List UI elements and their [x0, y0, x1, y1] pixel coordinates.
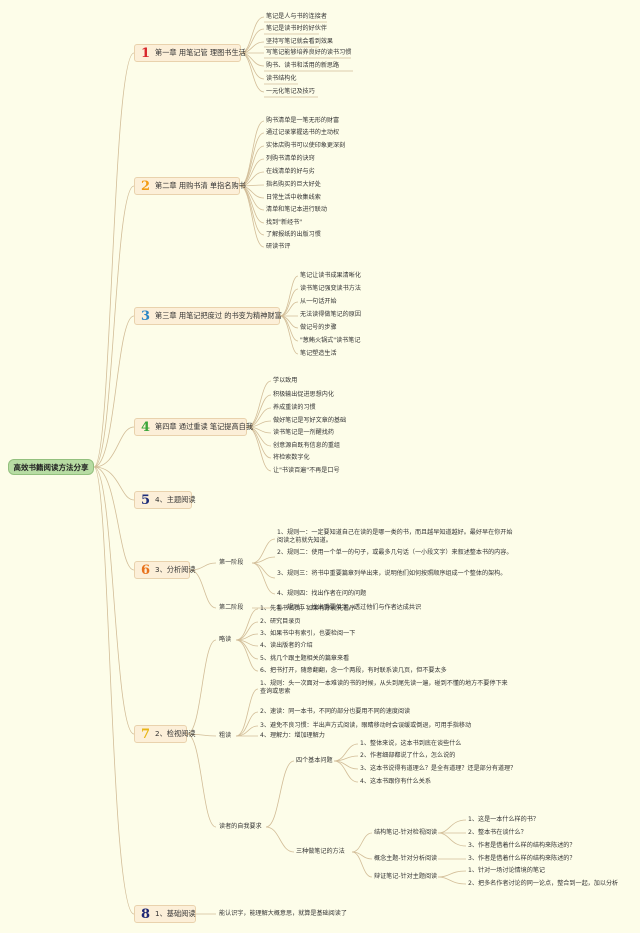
- chapter-6-node[interactable]: 6 3、分析阅读: [134, 561, 196, 579]
- ch4-item: 养成重读的习惯: [273, 404, 316, 411]
- ch4-item: 学以致用: [273, 377, 298, 384]
- number-4-icon: 4: [141, 419, 151, 435]
- ch2-item: 购书清单是一笔无形的财富: [266, 117, 340, 124]
- ch3-item: "葱鲔火锅式"读书笔记: [300, 337, 361, 344]
- number-3-icon: 3: [141, 308, 151, 324]
- ch4-item: 积极输出促进思想内化: [273, 391, 334, 398]
- three-notes-label[interactable]: 三种做笔记的方法: [296, 848, 345, 855]
- chapter-4-node[interactable]: 4 第四章 通过重读 笔记提高自我: [134, 418, 253, 436]
- rough-item: 2、速读：同一本书，不同的部分也要用不同的速度阅读: [260, 708, 411, 715]
- ch3-item: 做记号的步骤: [300, 324, 337, 331]
- dialectic-item: 1、针对一场讨论情境的笔记: [468, 867, 546, 874]
- chapter-2-node[interactable]: 2 第二章 用购书清 单指名购书: [134, 177, 246, 195]
- ch1-item: 读书结构化: [266, 75, 297, 82]
- ch2-item: 指名购买的巨大好处: [266, 181, 321, 188]
- ch2-item: 研读书评: [266, 243, 291, 250]
- rough-item: 3、避免不良习惯：半出声方式阅读，眼睛移动时会误缓或倒退，可用手指移动: [260, 722, 472, 729]
- ch6-rule: 2、规则二：使用一个单一的句子，或最多几句话（一小段文字）来叙述整本书的内容。: [277, 549, 513, 556]
- skim-item: 2、研究目录页: [260, 618, 301, 625]
- ch2-item: 日常生活中收集线索: [266, 194, 321, 201]
- four-q-item: 2、作者细部都说了什么，怎么说的: [360, 752, 456, 759]
- number-1-icon: 1: [141, 45, 151, 61]
- chapter-1-title: 第一章 用笔记管 理图书生活: [155, 48, 246, 57]
- self-req-label[interactable]: 读者的自我要求: [219, 823, 262, 830]
- concept-item: 3、作者是借着什么样的结构来陈述的？: [468, 855, 576, 862]
- ch1-item: 购书、读书和活用的新思路: [266, 62, 340, 69]
- number-7-icon: 7: [141, 726, 151, 742]
- chapter-3-node[interactable]: 3 第三章 用笔记把度过 的书变为精神财富: [134, 307, 282, 325]
- ch6-rule: 3、规则三：将书中重要篇章列举出来，说明他们如何按照顺序组成一个整体的架构。: [277, 570, 507, 577]
- dialectic-note-label[interactable]: 辩证笔记-针对主题阅读: [374, 873, 438, 880]
- ch4-item: 将检索数字化: [273, 454, 310, 461]
- number-8-icon: 8: [141, 906, 151, 922]
- four-q-item: 3、这本书说得有道理么？是全有道理？还是部分有道理？: [360, 765, 517, 772]
- ch2-item: 找到"新经书": [266, 219, 303, 226]
- skim-item: 5、挑几个跟主题相关的篇章来看: [260, 655, 350, 662]
- chapter-1-node[interactable]: 1 第一章 用笔记管 理图书生活: [134, 44, 246, 62]
- ch1-item: 笔记是读书时的好伙伴: [266, 25, 327, 32]
- ch6-rule: 4、规则四：找出作者在问的问题: [277, 590, 367, 597]
- ch2-item: 在线清单的好与劣: [266, 168, 315, 175]
- number-2-icon: 2: [141, 178, 151, 194]
- chapter-8-title: 1、基础阅读: [155, 909, 196, 918]
- rough-label[interactable]: 粗读: [219, 732, 232, 739]
- ch2-item: 了解报纸的出版习惯: [266, 231, 321, 238]
- chapter-5-title: 4、主题阅读: [155, 495, 196, 504]
- chapter-3-title: 第三章 用笔记把度过 的书变为精神财富: [155, 311, 282, 320]
- four-q-item: 1、整体来说，这本书到底在谈些什么: [360, 740, 462, 747]
- concept-note-label[interactable]: 概念主题-针对分析阅读: [374, 855, 438, 862]
- four-questions-label[interactable]: 四个基本问题: [296, 757, 333, 764]
- chapter-7-title: 2、检视阅读: [155, 729, 196, 738]
- skim-item: 1、先看书名页，如果有序就先看序: [260, 605, 356, 612]
- ch2-item: 清单和笔记本进行联动: [266, 206, 327, 213]
- stage-1-label[interactable]: 第一阶段: [219, 559, 244, 566]
- chapter-6-title: 3、分析阅读: [155, 565, 196, 574]
- stage-2-label[interactable]: 第二阶段: [219, 604, 244, 611]
- ch4-item: 做好笔记是写好文章的基础: [273, 417, 347, 424]
- ch2-item: 实体店购书可以使印象更深刻: [266, 142, 346, 149]
- four-q-item: 4、这本书跟你有什么关系: [360, 778, 431, 785]
- chapter-7-node[interactable]: 7 2、检视阅读: [134, 725, 196, 743]
- chapter-5-node[interactable]: 5 4、主题阅读: [134, 491, 196, 509]
- root-node[interactable]: 高效书籍阅读方法分享: [8, 459, 94, 475]
- ch1-item: 笔记是人与书的连接者: [266, 13, 327, 20]
- skim-item: 4、读出版者的介绍: [260, 642, 313, 649]
- ch3-item: 无法读得做笔记的原因: [300, 311, 361, 318]
- ch3-item: 笔记让读书成果清晰化: [300, 272, 361, 279]
- ch3-item: 笔记塑造生活: [300, 350, 337, 357]
- chapter-4-title: 第四章 通过重读 笔记提高自我: [155, 422, 254, 431]
- ch1-item: 坚持写笔记就会看到效果: [266, 38, 334, 45]
- struct-item: 1、这是一本什么样的书？: [468, 816, 539, 823]
- ch6-rule: 1、规则五：找出重要单字，透过他们与作者达成共识: [277, 604, 422, 611]
- struct-item: 2、整本书在谈什么？: [468, 829, 527, 836]
- ch4-item: 读书笔记是一剂醒找药: [273, 429, 334, 436]
- number-5-icon: 5: [141, 492, 151, 508]
- ch4-item: 让"书读百遍"不再是口号: [273, 467, 340, 474]
- skim-item: 6、把书打开，随意翻翻，念一个两段，有时联系读几页，但不要太多: [260, 667, 447, 674]
- struct-item: 3、作者是借着什么样的结构来陈述的？: [468, 842, 576, 849]
- chapter-2-title: 第二章 用购书清 单指名购书: [155, 181, 246, 190]
- ch4-item: 创意源自既有信息的重组: [273, 442, 341, 449]
- dialectic-item: 2、把多名作者讨论的同一论点，整合到一起，加以分析: [468, 880, 619, 887]
- ch2-item: 列购书清单的诀窍: [266, 155, 315, 162]
- ch1-item: 一元化笔记及技巧: [266, 88, 315, 95]
- skim-label[interactable]: 略读: [219, 636, 232, 643]
- number-6-icon: 6: [141, 562, 151, 578]
- ch3-item: 读书笔记强变读书方法: [300, 285, 361, 292]
- rough-item: 1、规则：头一次面对一本难读的书的时候，从头到尾先读一遍，碰到不懂的地方不要停下…: [260, 680, 508, 695]
- ch3-item: 从一句话开始: [300, 298, 337, 305]
- ch8-item: 能认识字，能理解大概意思，就算是基础阅读了: [219, 910, 347, 917]
- struct-note-label[interactable]: 结构笔记-针对检视阅读: [374, 829, 438, 836]
- chapter-8-node[interactable]: 8 1、基础阅读: [134, 905, 196, 923]
- rough-item: 4、理解力：增加理解力: [260, 732, 325, 739]
- ch6-rule: 1、规则一：一定要知道自己在读的是哪一类的书，而且越早知道越好。最好早在你开始阅…: [277, 529, 513, 544]
- skim-item: 3、如果书中有索引，也要检阅一下: [260, 630, 356, 637]
- ch2-item: 通过记录掌握选书的主动权: [266, 129, 340, 136]
- ch1-item: 写笔记能够培养良好的读书习惯: [266, 49, 352, 56]
